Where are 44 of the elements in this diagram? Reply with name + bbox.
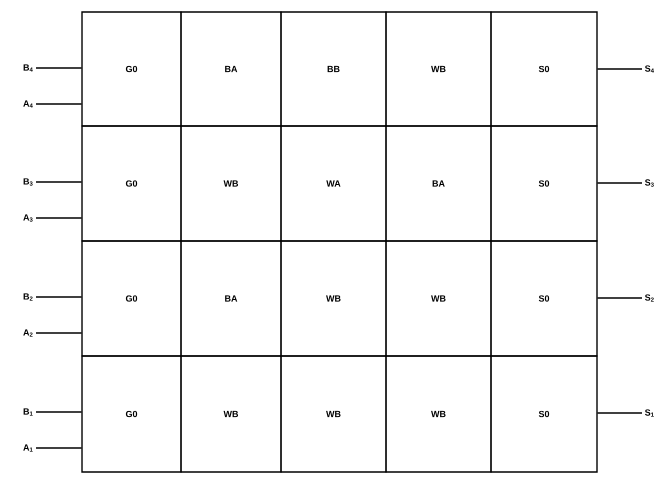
signal-line bbox=[36, 181, 82, 183]
grid-cell: WB bbox=[180, 355, 282, 473]
signal-line bbox=[598, 182, 642, 184]
grid-cell: WA bbox=[280, 125, 387, 242]
grid-cell: WB bbox=[385, 11, 492, 127]
signal-line bbox=[598, 297, 642, 299]
grid-cell: G0 bbox=[81, 355, 182, 473]
signal-label: B$_{3}$ bbox=[24, 178, 33, 186]
signal-line bbox=[598, 68, 642, 70]
grid-cell: BA bbox=[385, 125, 492, 242]
signal-label: S$_{1}$ bbox=[644, 409, 654, 417]
grid-cell: WB bbox=[385, 240, 492, 357]
signal-line bbox=[36, 332, 82, 334]
signal-line bbox=[36, 103, 82, 105]
signal-label: B$_{2}$ bbox=[24, 293, 33, 301]
signal-line bbox=[598, 412, 642, 414]
signal-label: A$_{3}$ bbox=[23, 214, 33, 222]
signal-line bbox=[36, 217, 82, 219]
signal-line bbox=[36, 67, 82, 69]
signal-label: S$_{2}$ bbox=[644, 294, 654, 302]
grid-cell: WB bbox=[385, 355, 492, 473]
signal-label: S$_{3}$ bbox=[644, 179, 654, 187]
signal-label: B$_{4}$ bbox=[24, 64, 33, 72]
signal-line bbox=[36, 296, 82, 298]
grid-cell: S0 bbox=[490, 355, 598, 473]
grid-cell: S0 bbox=[490, 11, 598, 127]
signal-line bbox=[36, 411, 82, 413]
grid-cell: WB bbox=[280, 355, 387, 473]
signal-label: B$_{1}$ bbox=[24, 408, 33, 416]
grid-cell: G0 bbox=[81, 240, 182, 357]
signal-label: A$_{1}$ bbox=[23, 444, 33, 452]
grid-cell: WB bbox=[180, 125, 282, 242]
grid-cell: G0 bbox=[81, 11, 182, 127]
grid-cell: BB bbox=[280, 11, 387, 127]
grid-cell: BA bbox=[180, 11, 282, 127]
signal-label: A$_{4}$ bbox=[23, 100, 33, 108]
signal-line bbox=[36, 447, 82, 449]
signal-label: S$_{4}$ bbox=[644, 65, 654, 73]
grid-cell: S0 bbox=[490, 125, 598, 242]
signal-label: A$_{2}$ bbox=[23, 329, 33, 337]
grid-cell: G0 bbox=[81, 125, 182, 242]
grid-cell: BA bbox=[180, 240, 282, 357]
grid-cell: S0 bbox=[490, 240, 598, 357]
grid-cell: WB bbox=[280, 240, 387, 357]
